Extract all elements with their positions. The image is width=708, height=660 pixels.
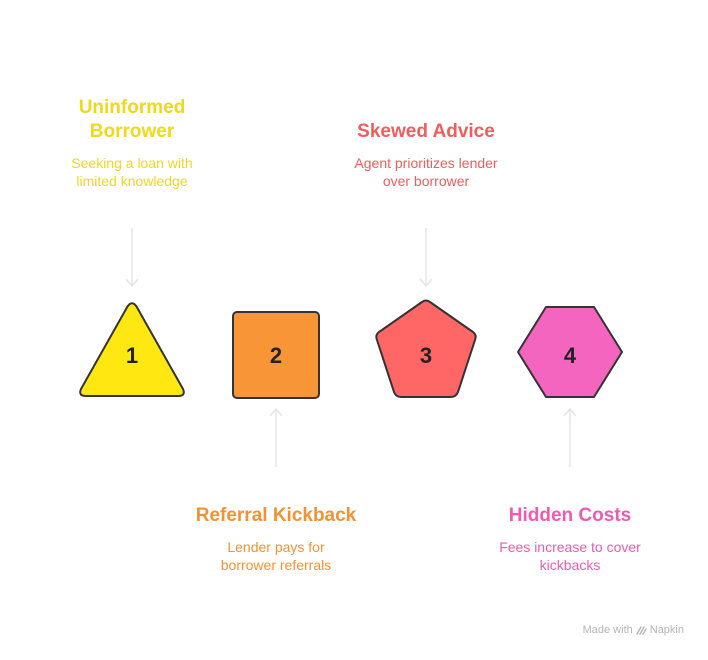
step-2-label: Referral Kickback Lender pays for borrow…: [166, 504, 386, 574]
step-1-label: Uninformed Borrower Seeking a loan with …: [57, 96, 207, 190]
step-3-description: Agent prioritizes lender over borrower: [354, 155, 498, 189]
napkin-logo-icon: [636, 625, 647, 635]
step-4-description: Fees increase to cover kickbacks: [499, 539, 641, 573]
step-2-square-shape: [232, 311, 320, 399]
step-1-triangle-shape: [79, 302, 185, 397]
step-2-title: Referral Kickback: [195, 505, 357, 526]
step-3-pentagon-shape: [375, 299, 477, 398]
step-1-title: Uninformed Borrower: [78, 97, 186, 142]
connector-arrow-4: [563, 407, 577, 467]
connector-arrow-3: [419, 228, 433, 288]
step-1-description: Seeking a loan with limited knowledge: [71, 155, 193, 189]
step-4-hexagon-shape: [517, 306, 623, 398]
step-2-number: 2: [270, 343, 282, 368]
step-4-title: Hidden Costs: [508, 505, 632, 526]
step-3-title: Skewed Advice: [357, 121, 495, 142]
step-4-number: 4: [564, 343, 577, 368]
watermark: Made with Napkin: [583, 624, 684, 636]
step-2-description: Lender pays for borrower referrals: [220, 539, 332, 573]
step-4-label: Hidden Costs Fees increase to cover kick…: [460, 504, 680, 574]
connector-arrow-1: [125, 228, 139, 288]
step-3-number: 3: [420, 343, 432, 368]
watermark-text: Made with: [582, 624, 633, 636]
connector-arrow-2: [269, 407, 283, 467]
watermark-brand: Napkin: [649, 624, 684, 636]
step-1-number: 1: [126, 343, 138, 368]
step-3-label: Skewed Advice Agent prioritizes lender o…: [316, 120, 536, 190]
